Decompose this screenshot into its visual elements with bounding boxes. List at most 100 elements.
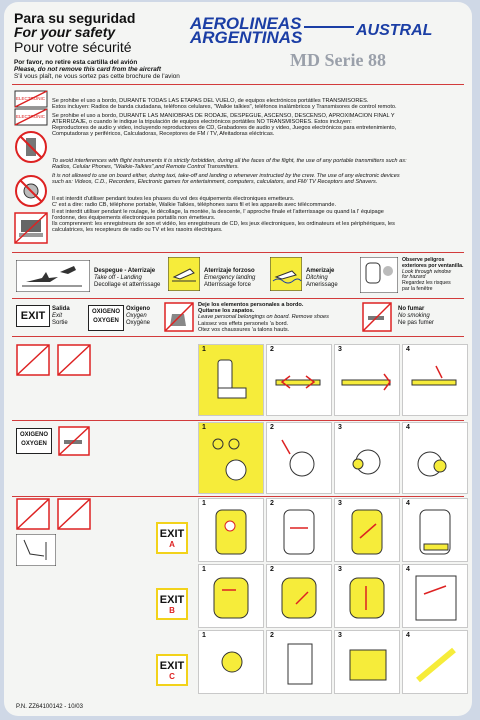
buckle-illustration-icon <box>275 375 321 389</box>
electronics-en-text: To avoid interferences with flight instr… <box>52 158 407 185</box>
step-number: 3 <box>338 346 342 353</box>
window-hazard-icon <box>360 257 398 293</box>
belongings-prohibited-icon <box>164 302 194 332</box>
door-b-lift-icon <box>349 577 385 619</box>
nosmoke-es: No fumar <box>398 306 425 312</box>
step-number: 4 <box>406 424 410 431</box>
notice-es: Por favor, no retire esta cartilla del a… <box>14 59 138 66</box>
tailcone-walk-icon <box>349 649 387 681</box>
pull-mask-icon <box>281 439 315 477</box>
divider <box>12 298 464 299</box>
oxygen-en: Oxygen <box>126 313 147 319</box>
oxygen-sign: OXIGENO OXYGEN <box>88 305 124 331</box>
step-number: 2 <box>270 424 274 431</box>
no-smoking-oxygen-icon <box>58 426 90 456</box>
electronics-es-text: Se prohibe el uso a bordo, DURANTE TODAS… <box>52 98 397 138</box>
phone-prohibited-icon <box>15 131 47 163</box>
salida-en: Exit <box>52 313 63 319</box>
part-number: P.N. ZZ64100142 - 10/03 <box>16 704 83 710</box>
salida-es: Salida <box>52 306 70 312</box>
step-number: 4 <box>406 632 410 639</box>
door-b-throw-icon <box>415 575 457 621</box>
oxygen-mask-drop-icon <box>212 438 247 481</box>
forced-en: Emergency landing <box>204 275 256 281</box>
step-number: 2 <box>270 566 274 573</box>
seat-illustration-icon <box>217 359 247 399</box>
door-open-icon <box>283 509 315 555</box>
tailcone-slide-icon <box>416 647 456 683</box>
step-number: 3 <box>338 632 342 639</box>
nosmoke-en: No smoking <box>398 313 430 319</box>
brand-argentinas: ARGENTINAS <box>190 28 303 47</box>
model-name: MD Serie 88 <box>290 50 386 70</box>
step-number: 1 <box>202 346 206 353</box>
brand-divider <box>304 26 354 28</box>
nosmoke-fr: Ne pas fumer <box>398 320 435 326</box>
door-exit-icon <box>419 509 451 555</box>
release-illustration-icon <box>411 365 457 386</box>
ditching-icon <box>270 257 302 291</box>
electronic-label-1: ELECTRONIC <box>16 96 46 101</box>
divider <box>12 84 464 85</box>
step-number: 1 <box>202 500 206 507</box>
emergency-landing-icon <box>168 257 200 291</box>
takeoff-es: Despegue - Aterrizaje <box>94 268 156 274</box>
step-number: 4 <box>406 500 410 507</box>
divider <box>12 420 464 421</box>
belongings-text: Deje los elementos personales a bordo. Q… <box>198 302 329 333</box>
electronic-prohibited-icon <box>14 90 48 126</box>
exit-prohibited-icons <box>16 498 91 530</box>
brand-aerolineas: AEROLINEAS <box>190 14 302 33</box>
ditching-es: Amerizaje <box>306 268 335 274</box>
oxygen-sign-small: OXIGENO OXYGEN <box>16 428 52 454</box>
divider <box>12 336 464 337</box>
oxygen-es: Oxigeno <box>126 306 151 312</box>
step-number: 4 <box>406 566 410 573</box>
step-number: 4 <box>406 346 410 353</box>
electronics-fr-text: Il est interdit d'utiliser pendant toute… <box>52 196 395 234</box>
title-es: Para su seguridad <box>14 10 136 26</box>
forced-fr: Atterrissage force <box>204 282 252 288</box>
door-push-icon <box>351 509 383 555</box>
step-number: 1 <box>202 632 206 639</box>
tighten-illustration-icon <box>341 373 391 391</box>
window-hazard-text: Observe peligros exteriores por ventanil… <box>402 257 464 292</box>
place-mask-icon <box>352 449 381 475</box>
brand-austral: AUSTRAL <box>356 22 433 39</box>
oxygen-fr: Oxygène <box>126 320 151 326</box>
step-number: 3 <box>338 424 342 431</box>
forced-es: Aterrizaje forzoso <box>204 268 255 274</box>
ditching-en: Ditching <box>306 275 328 281</box>
oxygen-step-4 <box>402 422 468 494</box>
door-b-pull-icon <box>281 577 317 619</box>
exit-sign: EXIT <box>16 305 50 327</box>
door-b-handle-icon <box>213 577 249 619</box>
tailcone-handle-icon <box>221 651 243 673</box>
step-number: 2 <box>270 346 274 353</box>
takeoff-en: Take off - Landing <box>94 275 142 281</box>
oxygen-step-1 <box>198 422 264 494</box>
electronic-label-2: ELECTRONIC <box>16 114 46 119</box>
brace-position-icon <box>16 534 56 566</box>
step-number: 1 <box>202 566 206 573</box>
takeoff-fr: Decollage et atterrissage <box>94 282 161 288</box>
step-number: 3 <box>338 500 342 507</box>
ditching-fr: Amerissage <box>306 282 338 288</box>
step-number: 1 <box>202 424 206 431</box>
step-number: 3 <box>338 566 342 573</box>
notice-en: Please, do not remove this card from the… <box>14 66 162 73</box>
seatbelt-step-1 <box>198 344 264 416</box>
laptop-prohibited-icon <box>14 212 48 244</box>
breathe-mask-icon <box>417 451 447 477</box>
title-fr: Pour votre sécurité <box>14 39 132 55</box>
seatbelt-signs-icon <box>16 344 91 376</box>
divider <box>12 252 464 253</box>
step-number: 2 <box>270 500 274 507</box>
cd-prohibited-icon <box>15 175 47 207</box>
no-smoking-icon <box>362 302 392 332</box>
divider <box>12 496 464 497</box>
tailcone-door-icon <box>287 643 313 685</box>
